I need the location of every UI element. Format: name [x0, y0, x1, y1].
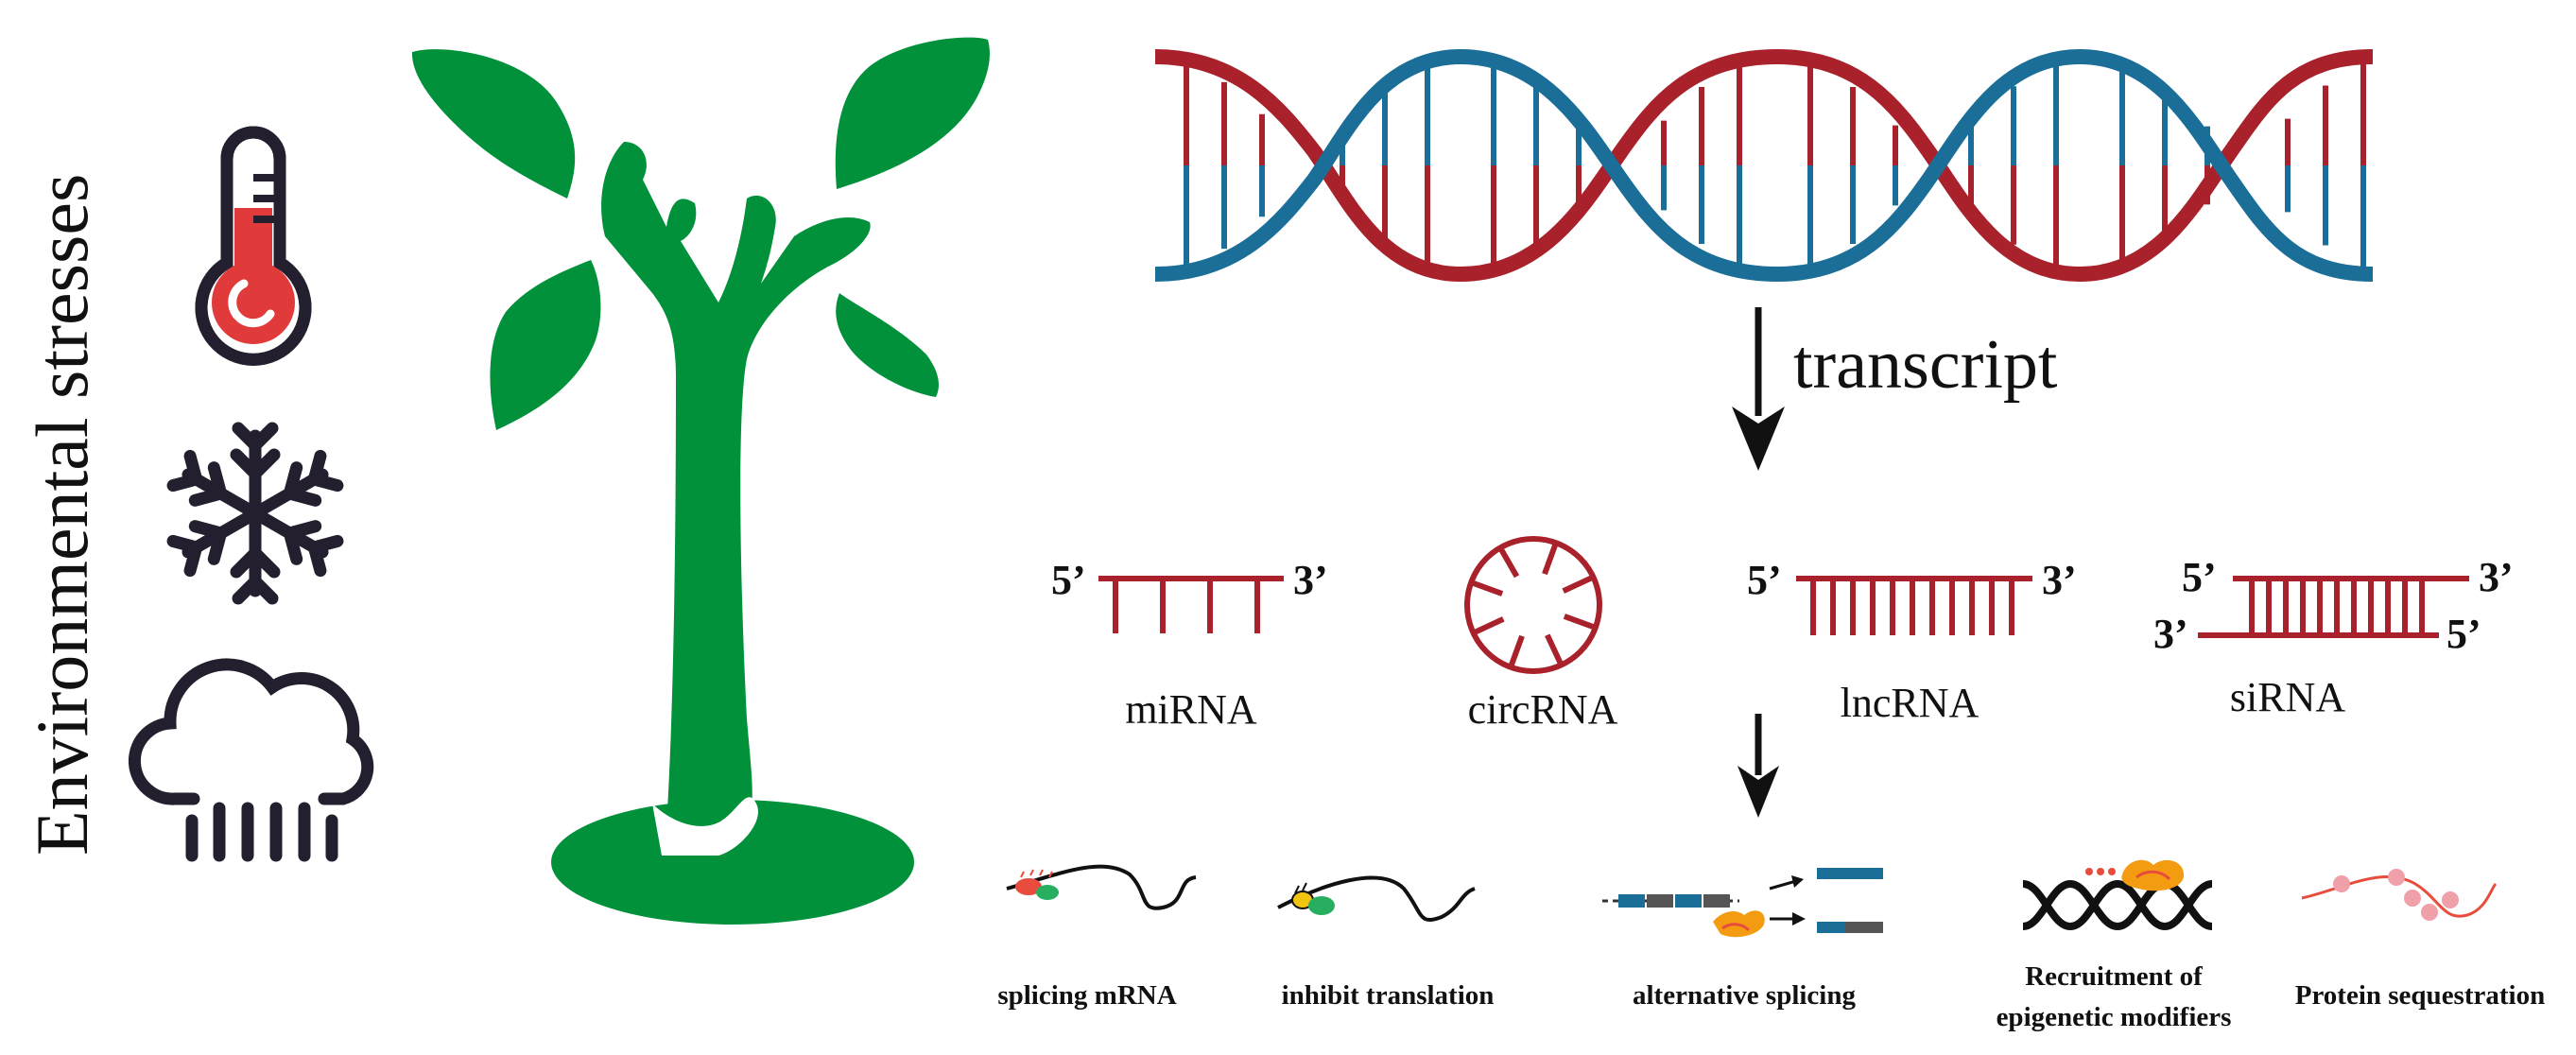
mirna-3prime: 3’	[1293, 557, 1328, 603]
protein-sequestration-label: Protein sequestration	[2295, 980, 2545, 1011]
plant-stem	[601, 142, 871, 827]
leaf-top-left	[411, 49, 576, 199]
circrna-spoke	[1472, 616, 1505, 636]
rain-cloud-icon	[129, 658, 374, 862]
plant-illustration	[411, 37, 990, 925]
mirna-structure	[1098, 576, 1284, 633]
circrna-spoke	[1497, 545, 1520, 579]
circrna-spoke	[1470, 579, 1504, 597]
circrna-spoke	[1563, 614, 1597, 631]
side-label: Environmental stresses	[21, 174, 103, 856]
dna-helix	[1154, 48, 2374, 283]
protein-sequestration-illustration	[2301, 869, 2498, 921]
sirna-structure	[2198, 576, 2469, 638]
lncrna-5prime: 5’	[1747, 557, 1782, 603]
lncrna-label: lncRNA	[1841, 680, 1980, 726]
inhibit-translation-label: inhibit translation	[1282, 980, 1495, 1011]
circrna-spoke	[1562, 574, 1595, 594]
sirna-bottom-5prime: 5’	[2446, 611, 2481, 657]
splicing-mrna-illustration	[1006, 864, 1197, 910]
sirna-top-5prime: 5’	[2182, 554, 2217, 600]
splicing-mrna-label: splicing mRNA	[997, 980, 1176, 1011]
thermometer-icon	[195, 126, 312, 366]
transcript-arrow	[1732, 307, 1785, 471]
circrna-spoke	[1542, 542, 1559, 576]
circrna-structure	[1464, 536, 1602, 674]
sirna-bottom-3prime: 3’	[2153, 611, 2188, 657]
circrna-spoke	[1545, 633, 1565, 666]
leaf-top-right	[835, 37, 990, 189]
epigenetic-modifiers-label-line2: epigenetic modifiers	[1997, 1002, 2232, 1032]
sirna-top-3prime: 3’	[2479, 554, 2514, 600]
epigenetic-modifiers-label-line1: Recruitment of	[2025, 961, 2203, 992]
circrna-label: circRNA	[1468, 686, 1618, 733]
lncrna-3prime: 3’	[2042, 557, 2077, 603]
dna-strand-blue	[1154, 48, 2374, 283]
transcript-label: transcript	[1793, 326, 2058, 404]
inhibit-translation-illustration	[1277, 875, 1476, 923]
sirna-label: siRNA	[2230, 674, 2345, 720]
lncrna-structure	[1796, 576, 2032, 635]
leaf-mid-left	[490, 260, 601, 430]
mirna-5prime: 5’	[1051, 557, 1086, 603]
alternative-splicing-illustration	[1602, 868, 1883, 938]
soil-mound	[551, 800, 914, 925]
snowflake-icon	[172, 422, 338, 598]
leaf-mid-right	[836, 293, 939, 397]
epigenetic-modifiers-illustration	[2022, 859, 2213, 931]
alternative-splicing-label: alternative splicing	[1633, 980, 1857, 1011]
mirna-label: miRNA	[1125, 686, 1257, 733]
dna-strand-red	[1154, 48, 2374, 283]
circrna-spoke	[1508, 634, 1525, 668]
function-arrow	[1738, 714, 1779, 818]
